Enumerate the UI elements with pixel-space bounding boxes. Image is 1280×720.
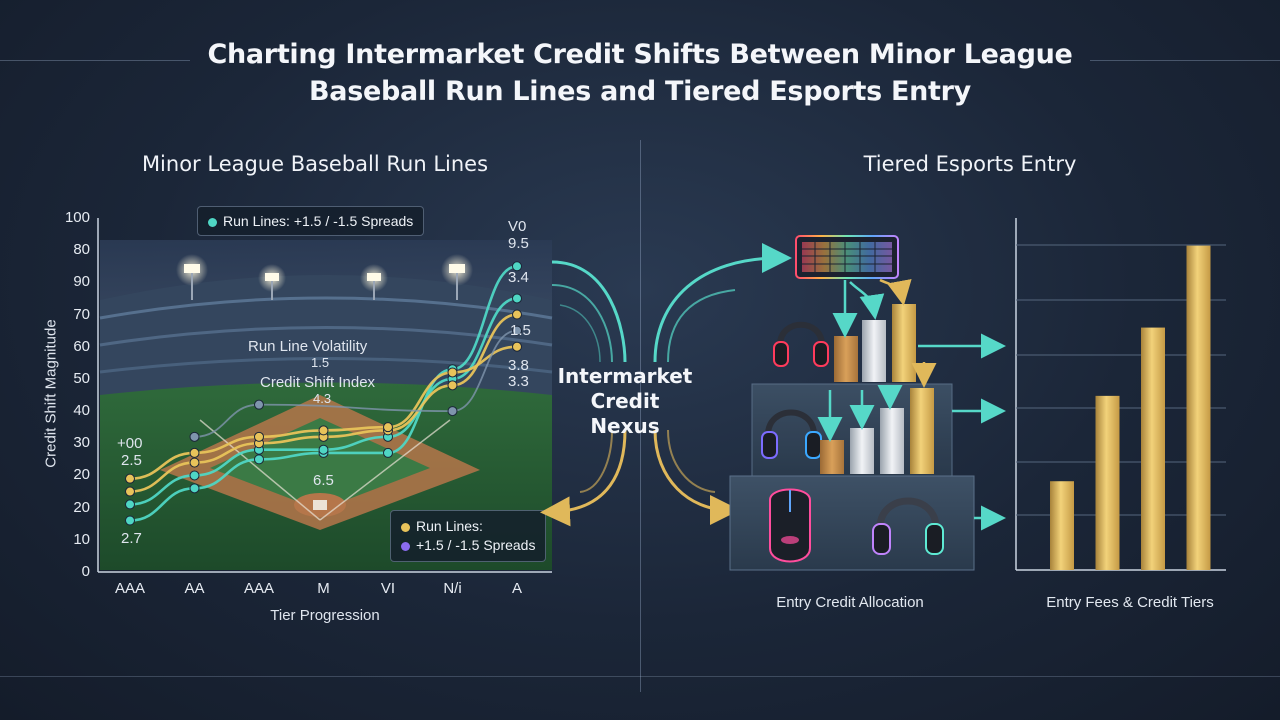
- x-axis-label: Tier Progression: [270, 607, 380, 624]
- data-point: [512, 261, 522, 272]
- title-line-1: Charting Intermarket Credit Shifts Betwe…: [207, 39, 1073, 70]
- allocation-arrows: [817, 278, 1006, 531]
- y-tick-label: 50: [73, 369, 90, 387]
- x-tick-label: AA: [184, 580, 205, 597]
- y-tick-label: 30: [73, 434, 90, 452]
- annotation-v0: V0: [508, 218, 527, 235]
- data-point: [447, 380, 458, 391]
- mouse-icon: [769, 488, 811, 563]
- legend-dot-teal: [208, 217, 217, 227]
- data-point: [383, 447, 393, 458]
- center-divider: [640, 140, 641, 692]
- title-rule-left: [0, 60, 190, 61]
- data-point: [512, 341, 522, 352]
- fee-bar-2: [1095, 395, 1120, 570]
- fee-bar-4: [1186, 245, 1211, 570]
- x-tick-label: M: [317, 580, 330, 597]
- annotation-2-5: 2.5: [121, 452, 142, 469]
- y-tick-label: 10: [73, 530, 90, 548]
- legend-dot-purple: [401, 541, 410, 551]
- x-tick-label: A: [511, 580, 522, 597]
- headset-icon: [773, 321, 829, 367]
- data-point: [383, 422, 393, 433]
- y-tick-label: 100: [64, 209, 90, 226]
- nexus-label: Intermarket Credit Nexus: [555, 364, 695, 439]
- entry-fees-chart: [1015, 218, 1226, 571]
- annotation-plus00: +00: [117, 435, 143, 452]
- headset-icon: [872, 497, 944, 555]
- legend-bottom-label-1: Run Lines:: [416, 518, 483, 534]
- annotation-home-plate-value: 6.5: [313, 472, 334, 489]
- x-tick-label: AAA: [243, 580, 274, 597]
- annotation-volatility-value: 1.5: [311, 355, 330, 370]
- annotation-run-line-volatility: Run Line Volatility: [248, 338, 368, 355]
- nexus-label-line-1: Intermarket: [557, 364, 693, 388]
- annotation-index-value: 4.3: [313, 391, 332, 406]
- y-tick-label: 80: [73, 241, 90, 259]
- fee-bar-1: [1050, 481, 1074, 570]
- annotation-3-4: 3.4: [508, 269, 529, 286]
- annotation-2-7: 2.7: [121, 530, 142, 547]
- data-point: [189, 483, 200, 494]
- data-point: [189, 447, 200, 458]
- legend-dot-gold: [401, 522, 410, 532]
- y-tick-label: 40: [73, 402, 90, 420]
- data-point: [512, 293, 522, 304]
- stadium-illustration: [99, 240, 553, 570]
- x-tick-label: AAA: [114, 580, 145, 597]
- nexus-label-line-2: Credit Nexus: [590, 389, 660, 438]
- data-point: [447, 367, 458, 378]
- annotation-9-5: 9.5: [508, 235, 529, 252]
- data-point: [254, 431, 264, 442]
- tier-bars-upper: [834, 304, 916, 382]
- legend-top-label: Run Lines: +1.5 / -1.5 Spreads: [223, 213, 414, 229]
- data-point: [125, 499, 135, 510]
- keyboard-icon: [795, 235, 899, 279]
- tier-bars-lower: [820, 388, 934, 474]
- page-title: Charting Intermarket Credit Shifts Betwe…: [190, 36, 1090, 110]
- legend-bottom-label-2: +1.5 / -1.5 Spreads: [416, 537, 536, 553]
- data-point: [189, 431, 200, 442]
- left-section-title: Minor League Baseball Run Lines: [141, 152, 489, 176]
- title-rule-right: [1090, 60, 1280, 61]
- annotation-credit-shift-index: Credit Shift Index: [260, 374, 376, 391]
- title-line-2: Baseball Run Lines and Tiered Esports En…: [309, 76, 971, 107]
- data-point: [318, 444, 329, 455]
- data-point: [254, 454, 264, 465]
- x-tick-label: VI: [380, 580, 396, 597]
- data-point: [189, 470, 200, 481]
- annotation-3-8: 3.8: [508, 357, 529, 374]
- annotation-1-5: 1.5: [510, 322, 531, 339]
- nexus-flow-lines: [540, 243, 792, 527]
- y-tick-label: 20: [73, 466, 90, 484]
- y-tick-label: 0: [81, 563, 90, 580]
- y-tick-label: 70: [73, 305, 90, 323]
- x-tick-label: N/i: [443, 580, 462, 597]
- right-section-title: Tiered Esports Entry: [863, 152, 1077, 176]
- entry-credit-caption: Entry Credit Allocation: [776, 594, 924, 611]
- annotation-3-3: 3.3: [508, 373, 529, 390]
- data-point: [254, 399, 264, 410]
- stadium-lights: [176, 254, 473, 300]
- y-tick-label: 90: [73, 273, 90, 291]
- series-line-5: [194, 329, 518, 438]
- data-point: [512, 325, 522, 336]
- headset-icon: [761, 409, 822, 459]
- data-point: [318, 425, 329, 436]
- data-point: [189, 457, 200, 468]
- data-point: [125, 473, 135, 484]
- y-tick-label: 60: [73, 337, 90, 355]
- data-point: [447, 406, 458, 417]
- data-point: [125, 515, 135, 526]
- bottom-rule: [0, 676, 1280, 677]
- entry-fees-caption: Entry Fees & Credit Tiers: [1046, 594, 1214, 611]
- data-point: [125, 486, 135, 497]
- fee-bar-3: [1141, 327, 1165, 570]
- y-tick-label: 20: [73, 498, 90, 516]
- legend-bottom: Run Lines: +1.5 / -1.5 Spreads: [390, 510, 547, 562]
- legend-top: Run Lines: +1.5 / -1.5 Spreads: [197, 206, 425, 236]
- data-point: [512, 309, 522, 320]
